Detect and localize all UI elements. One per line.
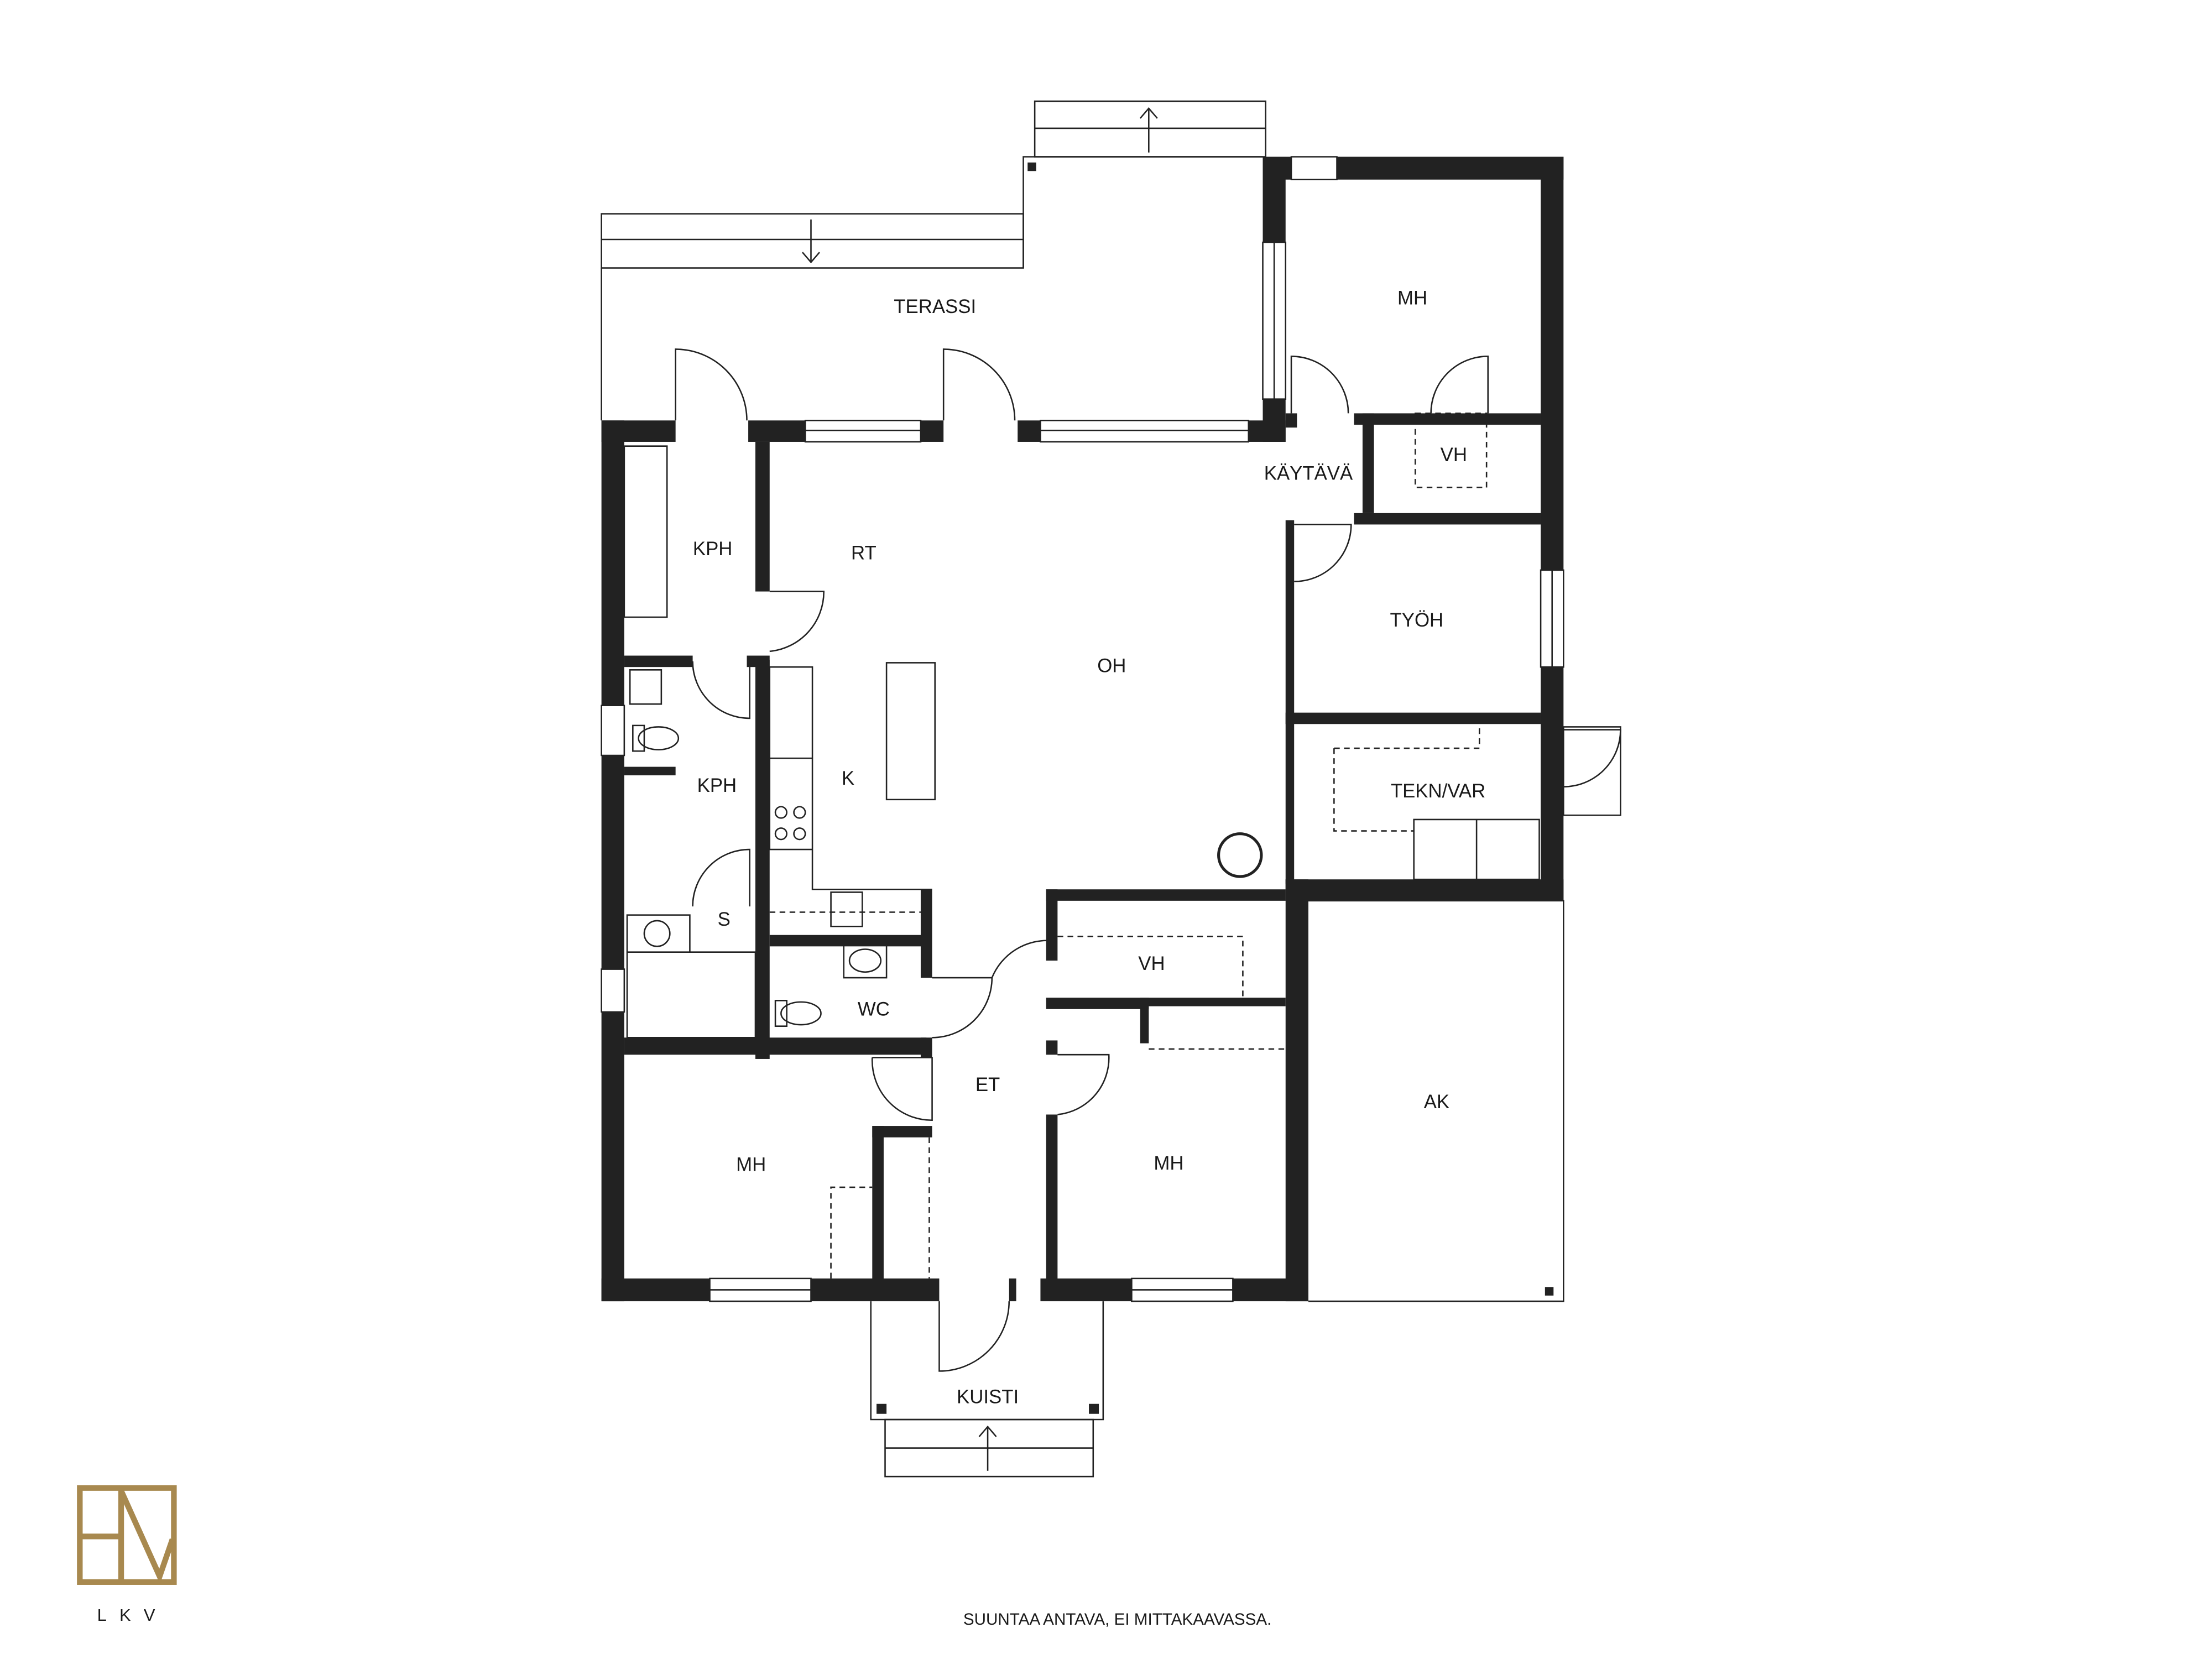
fixtures xyxy=(623,445,1540,1039)
room-label-oh: OH xyxy=(1097,655,1126,676)
wall-segment xyxy=(1046,889,1058,961)
wall-segment xyxy=(920,889,932,978)
wall-segment xyxy=(624,766,676,776)
wall-segment xyxy=(1046,998,1149,1009)
wall-segment xyxy=(1046,1114,1058,1283)
wall-segment xyxy=(1009,1278,1016,1302)
wall-segment xyxy=(755,660,770,1059)
room-label-kuisti: KUISTI xyxy=(957,1387,1019,1408)
walls xyxy=(601,156,1564,1302)
room-label-rt: RT xyxy=(851,543,877,564)
room-label-vh-mid: VH xyxy=(1138,953,1165,974)
windows xyxy=(601,156,1564,1302)
room-label-kph-upper: KPH xyxy=(693,539,733,560)
room-label-tekn-var: TEKN/VAR xyxy=(1391,781,1485,802)
wall-segment xyxy=(755,441,770,592)
room-label-s: S xyxy=(718,909,731,930)
wall-segment xyxy=(748,420,806,442)
wall-segment xyxy=(872,1126,932,1138)
room-label-mh-left: MH xyxy=(736,1154,766,1175)
room-label-et: ET xyxy=(975,1074,1000,1095)
wall-segment xyxy=(769,935,930,947)
wall-segment xyxy=(601,1011,624,1302)
wall-segment xyxy=(1046,1040,1058,1055)
terrace-outline xyxy=(601,100,1266,421)
room-label-kaytava: KÄYTÄVÄ xyxy=(1264,463,1353,484)
wall-segment xyxy=(920,1037,932,1058)
wall-segment xyxy=(872,1126,884,1283)
wall-segment xyxy=(601,755,624,969)
wall-segment xyxy=(1354,513,1541,525)
wall-segment xyxy=(624,1037,927,1055)
room-labels: TERASSI MH VH KÄYTÄVÄ KPH RT OH TYÖH TEKN/VAR K KP… xyxy=(693,288,1485,1407)
room-label-wc: WC xyxy=(858,999,890,1020)
room-label-vh-top: VH xyxy=(1441,445,1467,466)
wall-segment xyxy=(1541,667,1564,901)
wall-segment xyxy=(1046,889,1286,901)
disclaimer-text: SUUNTAA ANTAVA, EI MITTAKAAVASSA. xyxy=(963,1610,1272,1629)
wall-segment xyxy=(1285,712,1541,724)
room-label-ak: AK xyxy=(1424,1092,1449,1113)
wall-segment xyxy=(747,655,770,667)
room-label-mh-right: MH xyxy=(1154,1153,1183,1174)
wall-segment xyxy=(624,655,693,667)
wall-segment xyxy=(920,420,944,442)
wall-segment xyxy=(1362,413,1374,513)
room-label-terassi: TERASSI xyxy=(894,296,976,317)
closets xyxy=(769,413,1488,1279)
room-label-kph-lower: KPH xyxy=(697,775,737,796)
wall-segment xyxy=(1285,879,1308,1302)
wall-segment xyxy=(601,420,624,706)
wall-segment xyxy=(1541,156,1564,570)
room-label-mh-top: MH xyxy=(1397,288,1427,309)
wall-segment xyxy=(1354,413,1541,425)
lkv-logo xyxy=(77,1485,177,1585)
wall-segment xyxy=(1337,156,1564,180)
logo-text: LKV xyxy=(97,1605,168,1625)
garage-porch-outline xyxy=(870,900,1564,1478)
wall-segment xyxy=(1262,156,1292,180)
wall-segment xyxy=(1262,399,1286,442)
wall-segment xyxy=(601,1278,710,1302)
wall-segment xyxy=(1285,879,1564,901)
wall-segment xyxy=(1140,998,1149,1044)
wall-segment xyxy=(1285,413,1297,428)
doors xyxy=(675,348,1621,1372)
wall-segment xyxy=(1140,998,1286,1006)
room-label-k: K xyxy=(842,768,854,789)
wall-segment xyxy=(1018,420,1041,442)
wall-segment xyxy=(1285,520,1295,884)
room-label-tyoh: TYÖH xyxy=(1390,610,1444,631)
